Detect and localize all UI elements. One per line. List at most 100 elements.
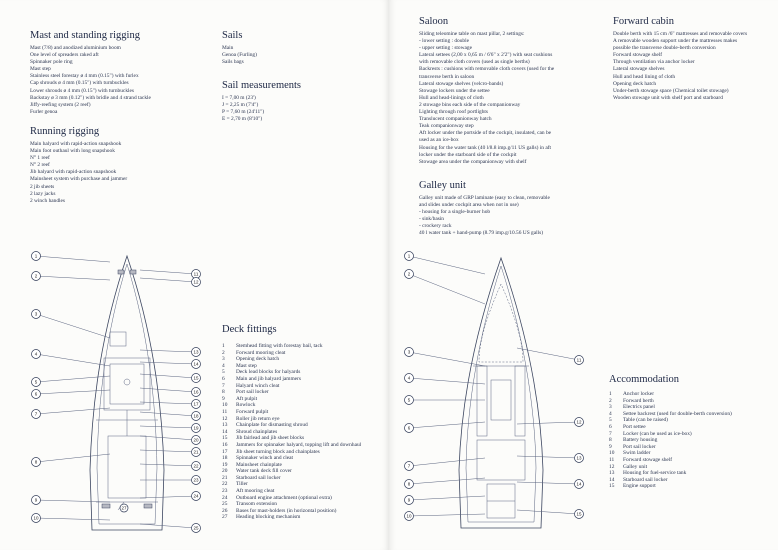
deck-callout-leader <box>139 387 197 393</box>
saloon-line: Stowage lockers under the settee <box>419 87 490 94</box>
deck-fitting-item-label: Jib sheet turning block and chainplates <box>236 448 320 455</box>
deck-callout-label: 20 <box>193 438 199 443</box>
accommodation-callout-marker <box>404 511 414 521</box>
deck-callout-label: 4 <box>35 352 38 357</box>
saloon-line: used as an ice-box <box>419 137 459 144</box>
deck-fitting-item-label: Port sail locker <box>236 389 269 396</box>
forward-cabin-line: Hull and head lining of cloth <box>613 73 676 80</box>
deck-fitting-item-number: 20 <box>222 468 228 475</box>
deck-callout-marker <box>191 475 201 485</box>
accommodation-callout-leader <box>408 457 486 467</box>
deck-callout-marker <box>31 389 41 399</box>
deck-fitting-item-label: Stemhead fitting with forestay bail, tac… <box>236 343 323 349</box>
forward-cabin-line: Double berth with 15 cm /6" mattresses a… <box>613 31 748 37</box>
deck-fitting-item-number: 7 <box>222 382 225 389</box>
deck-callout-marker <box>31 513 41 523</box>
mast-rigging-line: One level of spreaders raked aft <box>30 52 99 59</box>
accommodation-item-label: Swim ladder <box>623 450 651 457</box>
running-rigging-line: Mainsheet system with purchase and jamme… <box>30 176 128 183</box>
deck-fitting-item: 17 Jib sheet turning block and chainplate… <box>222 449 361 456</box>
deck-callout-marker <box>31 251 41 261</box>
deck-fitting-item-label: Forward mooring cleat <box>236 349 286 356</box>
mast-rigging-section: Mast and standing rigging Mast (7/8) and… <box>30 30 151 116</box>
accommodation-item-number: 3 <box>609 404 612 411</box>
saloon-line: transverse berth in saloon <box>419 73 475 80</box>
deck-callout-leader <box>139 277 197 283</box>
accommodation-item-label: Port settee <box>623 423 646 430</box>
saloon-line: Teak companionway step <box>419 123 474 130</box>
accommodation-item-number: 9 <box>609 443 612 450</box>
left-page: Mast and standing rigging Mast (7/8) and… <box>30 0 390 550</box>
accommodation-item-label: Forward stowage shelf <box>623 456 673 463</box>
saloon-line: with removable cloth covers (used as sin… <box>419 59 530 66</box>
forward-cabin-line: Opening deck hatch <box>613 80 657 87</box>
deck-fitting-item-number: 3 <box>222 356 225 363</box>
accommodation-item-number: 8 <box>609 437 612 444</box>
accommodation-item-number: 13 <box>609 470 615 477</box>
deck-callout-leader <box>139 411 197 417</box>
deck-fitting-item-number: 17 <box>222 448 228 455</box>
deck-callout-label: 17 <box>193 402 199 407</box>
deck-fitting-item-label: Jammers for spinnaker halyard, topping l… <box>236 441 362 448</box>
deck-fitting-item-label: Transom extension <box>236 501 277 508</box>
accommodation-title: Accommodation <box>609 374 679 385</box>
deck-callout-marker <box>191 399 201 409</box>
sails-line: Sails bags <box>222 59 244 66</box>
saloon-line: Hull and head-linings of cloth <box>419 94 484 101</box>
accommodation-item-label: Table (can be raised) <box>623 417 668 424</box>
galley-line: Galley unit made of GRP laminate (easy t… <box>419 195 550 201</box>
accommodation-callout-leader <box>408 477 486 485</box>
deck-hull-outline <box>89 254 165 531</box>
deck-callout-leader <box>139 361 197 365</box>
accommodation-callout-leader <box>408 351 486 367</box>
deck-fitting-item-number: 4 <box>222 362 225 369</box>
deck-callout-leader <box>35 389 111 395</box>
accommodation-item-label: Port sail locker <box>623 443 656 450</box>
deck-callout-marker <box>31 271 41 281</box>
accommodation-item-label: Galley unit <box>623 463 648 470</box>
saloon-line: - lower setting : double <box>419 38 470 45</box>
deck-callout-leader <box>139 523 197 529</box>
deck-callout-leader <box>139 463 197 467</box>
saloon-line: Stowage area under the companionway with… <box>419 158 527 165</box>
deck-callout-inner: 27 <box>117 501 129 513</box>
deck-callout-marker <box>31 495 41 505</box>
accommodation-callout-label: 7 <box>408 464 411 469</box>
accommodation-callout-marker <box>404 461 414 471</box>
accommodation-callout-label: 4 <box>408 376 411 381</box>
deck-callout-leader <box>35 313 111 339</box>
deck-callout-label: 3 <box>35 312 38 317</box>
accommodation-callout-label: 1 <box>408 254 411 259</box>
forward-cabin-line: Lateral stowage shelves <box>613 66 665 73</box>
forward-cabin-line: Wooden stowage unit with shelf port and … <box>613 94 723 101</box>
running-rigging-line: Main foot outhaul with long snapshook <box>30 148 115 155</box>
deck-callout-leader <box>139 495 197 499</box>
accommodation-callout-marker <box>404 479 414 489</box>
accommodation-callout-marker <box>404 347 414 357</box>
deck-fitting-item-label: Roller jib return eye <box>236 415 280 422</box>
sail-measurement-line: E = 2,70 m (8'10") <box>222 116 263 123</box>
accommodation-item-number: 4 <box>609 410 612 417</box>
deck-fitting-item-number: 13 <box>222 422 228 429</box>
deck-callout-label: 19 <box>193 426 199 431</box>
mast-rigging-line: Mast step <box>30 66 51 73</box>
galley-line: - housing for a single-burner hob <box>419 209 491 216</box>
